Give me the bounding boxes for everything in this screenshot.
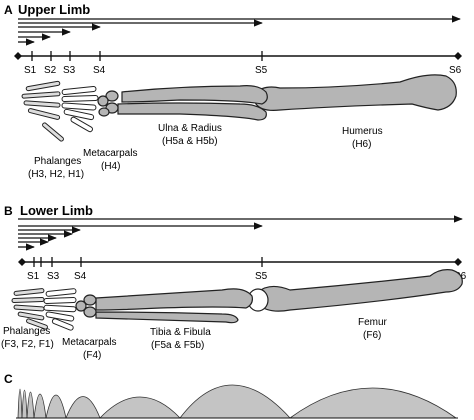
humerus-label: Humerus — [342, 126, 383, 137]
upper-limb-skeleton — [97, 74, 457, 121]
stage-label-s5: S5 — [255, 271, 268, 282]
panel-a: A Upper Limb S1 S2 S3 S — [4, 2, 462, 180]
femur-code: (F6) — [363, 330, 381, 341]
stage-label-s2: S2 — [44, 65, 57, 76]
wave-1 — [17, 388, 23, 419]
axis-end-diamond — [454, 52, 462, 60]
ulna-radius-label: Ulna & Radius — [158, 123, 222, 134]
metacarpals-code: (H4) — [101, 161, 120, 172]
panel-a-title: Upper Limb — [18, 2, 90, 17]
panel-b: B Lower Limb S1 S3 S4 S5 — [1, 203, 467, 361]
femur-label: Femur — [358, 317, 388, 328]
axis-end-diamond — [454, 258, 462, 266]
tibia-bone — [95, 288, 253, 311]
stage-label-s3: S3 — [47, 271, 60, 282]
hand-bones — [21, 80, 99, 142]
stage-label-s1: S1 — [27, 271, 40, 282]
tibia-fibula-codes: (F5a & F5b) — [151, 340, 204, 351]
metacarpals-label: Metacarpals — [83, 148, 137, 159]
wave-9 — [288, 387, 458, 419]
stage-label-s1: S1 — [24, 65, 37, 76]
panel-a-letter: A — [4, 3, 13, 17]
wave-4 — [33, 393, 47, 419]
phalanges-codes: (F3, F2, F1) — [1, 339, 54, 350]
wave-6 — [65, 396, 101, 419]
metacarpals-label: Metacarpals — [62, 337, 116, 348]
panel-b-growth-arrows — [18, 215, 463, 251]
phalanges-label: Phalanges — [3, 326, 50, 337]
panel-c-letter: C — [4, 372, 13, 386]
panel-a-growth-arrows — [18, 15, 461, 46]
ulna-bone — [121, 85, 268, 105]
ulna-radius-codes: (H5a & H5b) — [162, 136, 218, 147]
tarsal-bones — [75, 294, 97, 318]
stage-label-s3: S3 — [63, 65, 76, 76]
radius-bone — [117, 102, 267, 121]
fibula-bone — [95, 311, 239, 324]
phalanges-label: Phalanges — [34, 156, 81, 167]
panel-b-stage-axis: S1 S3 S4 S5 S6 — [18, 257, 467, 282]
humerus-code: (H6) — [352, 139, 371, 150]
tibia-fibula-label: Tibia & Fibula — [150, 327, 211, 338]
stage-label-s4: S4 — [93, 65, 106, 76]
panel-a-stage-axis: S1 S2 S3 S4 S5 S6 — [14, 51, 462, 76]
phalanges-codes: (H3, H2, H1) — [28, 169, 84, 180]
oscillation-waves — [17, 384, 458, 419]
stage-label-s6: S6 — [449, 65, 462, 76]
metacarpals-code: (F4) — [83, 350, 101, 361]
wave-3 — [26, 391, 35, 419]
wave-5 — [45, 394, 67, 419]
axis-start-diamond — [18, 258, 26, 266]
axis-start-diamond — [14, 52, 22, 60]
humerus-bone — [251, 74, 457, 111]
stage-label-s5: S5 — [255, 65, 268, 76]
carpal-bones — [97, 90, 119, 117]
wave-2 — [21, 389, 28, 419]
foot-bones — [11, 288, 77, 331]
wave-8 — [179, 384, 291, 419]
panel-b-title: Lower Limb — [20, 203, 93, 218]
panel-b-letter: B — [4, 204, 13, 218]
stage-label-s4: S4 — [74, 271, 87, 282]
panel-c: C — [4, 372, 458, 419]
wave-7 — [99, 396, 181, 419]
femur-bone — [257, 269, 463, 312]
lower-limb-skeleton — [75, 269, 463, 324]
